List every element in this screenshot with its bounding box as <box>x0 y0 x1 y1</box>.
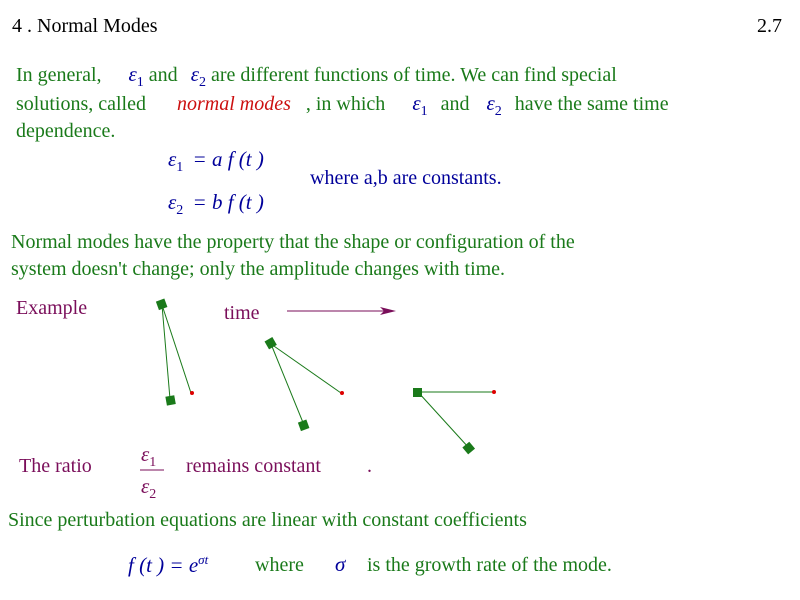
growth-exponent: σt <box>198 552 209 567</box>
constants-note: where a,b are constants. <box>310 167 502 189</box>
epsilon-2-symbol: ε2 <box>190 62 206 91</box>
example-label: Example <box>16 297 88 319</box>
growth-description: is the growth rate of the mode. <box>367 554 612 576</box>
intro-text: and <box>148 64 178 86</box>
page-number: 2.7 <box>757 15 782 37</box>
growth-equation: f (t ) = eσt <box>128 552 209 577</box>
equation-2: ε2 = b f (t ) <box>168 190 264 219</box>
ratio-period: . <box>367 455 372 477</box>
perturbation-sentence: Since perturbation equations are linear … <box>8 509 527 531</box>
ratio-numerator: ε1 <box>141 442 157 471</box>
property-line-1: Normal modes have the property that the … <box>11 231 575 253</box>
property-line-2: system doesn't change; only the amplitud… <box>11 258 506 280</box>
intro-text: In general, <box>16 64 102 86</box>
intro-text: , in which <box>305 93 386 115</box>
epsilon-1-symbol: ε1 <box>128 62 144 91</box>
normal-modes-term: normal modes <box>176 93 291 115</box>
page-title: 4 . Normal Modes <box>12 15 158 37</box>
pendulum-2 <box>264 337 344 432</box>
ratio-label: The ratio <box>19 455 92 477</box>
intro-text: solutions, called <box>16 93 146 115</box>
equation-1: ε1 = a f (t ) <box>168 147 264 176</box>
ratio-remains-text: remains constant <box>186 455 321 477</box>
time-label: time <box>224 302 260 324</box>
intro-text: and <box>440 93 470 115</box>
intro-line-3: dependence. <box>16 120 116 142</box>
intro-line-2: solutions, called normal modes , in whic… <box>16 91 669 120</box>
time-arrow <box>287 307 396 315</box>
ratio-denominator: ε2 <box>141 474 157 503</box>
growth-where: where <box>255 554 304 576</box>
intro-line-1: In general, ε1 and ε2 are different func… <box>16 62 617 91</box>
intro-text: are different functions of time. We can … <box>210 64 617 86</box>
pendulum-3 <box>413 388 496 455</box>
epsilon-2-symbol: ε2 <box>486 91 502 120</box>
sigma-symbol: σ <box>335 552 346 576</box>
intro-text: have the same time <box>514 93 669 115</box>
pendulum-1 <box>155 298 194 406</box>
epsilon-1-symbol: ε1 <box>412 91 428 120</box>
